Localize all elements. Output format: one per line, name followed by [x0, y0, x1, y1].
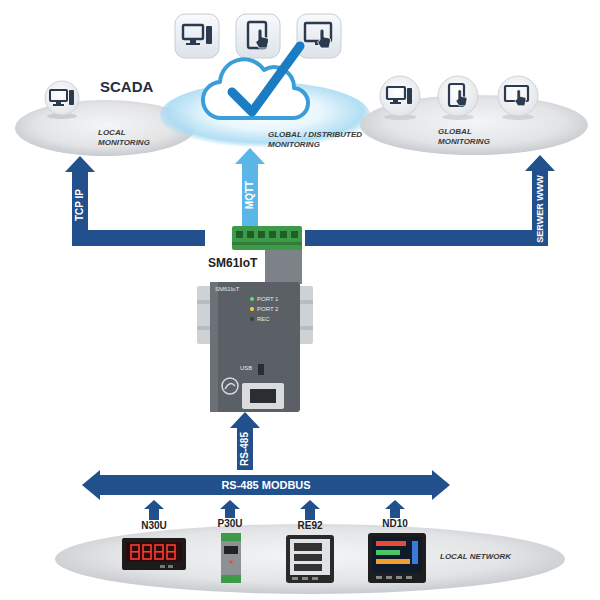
zone-caption: GLOBAL MONITORING [438, 127, 504, 146]
cloud-icon [203, 46, 308, 118]
device-title: N30U [118, 520, 190, 532]
meter-node: P30U [208, 518, 252, 586]
din-module [221, 533, 241, 583]
gateway-device [197, 226, 313, 412]
protocol-label: SERWER WWW [536, 175, 545, 242]
device-title: P30U [208, 518, 252, 530]
bus-band: RS-485 MODBUS [82, 470, 450, 500]
meter-node: ND10 [362, 518, 428, 588]
device-icons [175, 14, 341, 58]
panel-meter [122, 538, 186, 570]
ellipse-outline [360, 95, 588, 155]
led-label: REC [257, 316, 270, 323]
meter-node: RE92 [280, 520, 340, 586]
cloud-zone: GLOBAL / DISTRIBUTED MONITORING [160, 82, 370, 148]
flow-arrow [300, 500, 320, 520]
flow-arrow [305, 155, 555, 238]
flow-arrow [65, 156, 205, 238]
led-label: PORT 2 [257, 306, 278, 313]
zone-title: SCADA [100, 78, 153, 96]
flow-arrow [385, 500, 405, 518]
gateway-node: SM61IoT [205, 226, 305, 412]
led-label: PORT 1 [257, 296, 278, 303]
protocol-label: MQTT [245, 181, 255, 209]
flow-arrow [235, 148, 265, 226]
network-analyzer [368, 533, 426, 583]
zone-caption: LOCAL NETWORK [440, 552, 511, 562]
port-label: USB [240, 365, 252, 372]
device-icons [380, 76, 538, 120]
device-title: SM61IoT [208, 256, 257, 270]
network-zone: LOCAL NETWORKN30UP30URE92ND10 [55, 524, 565, 594]
protocol-label: RS-485 [240, 432, 250, 466]
device-marking: SM61IoT [215, 286, 239, 293]
monitoring-zone: GLOBAL MONITORING [360, 95, 588, 155]
bus-title: RS-485 MODBUS [82, 478, 450, 492]
flow-arrow [220, 500, 240, 518]
controller [286, 535, 334, 583]
flow-arrow [230, 412, 260, 470]
flow-arrow [144, 500, 164, 520]
pc-icon [45, 81, 79, 119]
zone-caption: LOCAL MONITORING [98, 128, 162, 147]
protocol-label: TCP IP [75, 189, 85, 221]
device-title: ND10 [362, 518, 428, 530]
meter-node: N30U [118, 520, 190, 576]
device-title: RE92 [280, 520, 340, 532]
zone-caption: GLOBAL / DISTRIBUTED MONITORING [268, 130, 372, 149]
